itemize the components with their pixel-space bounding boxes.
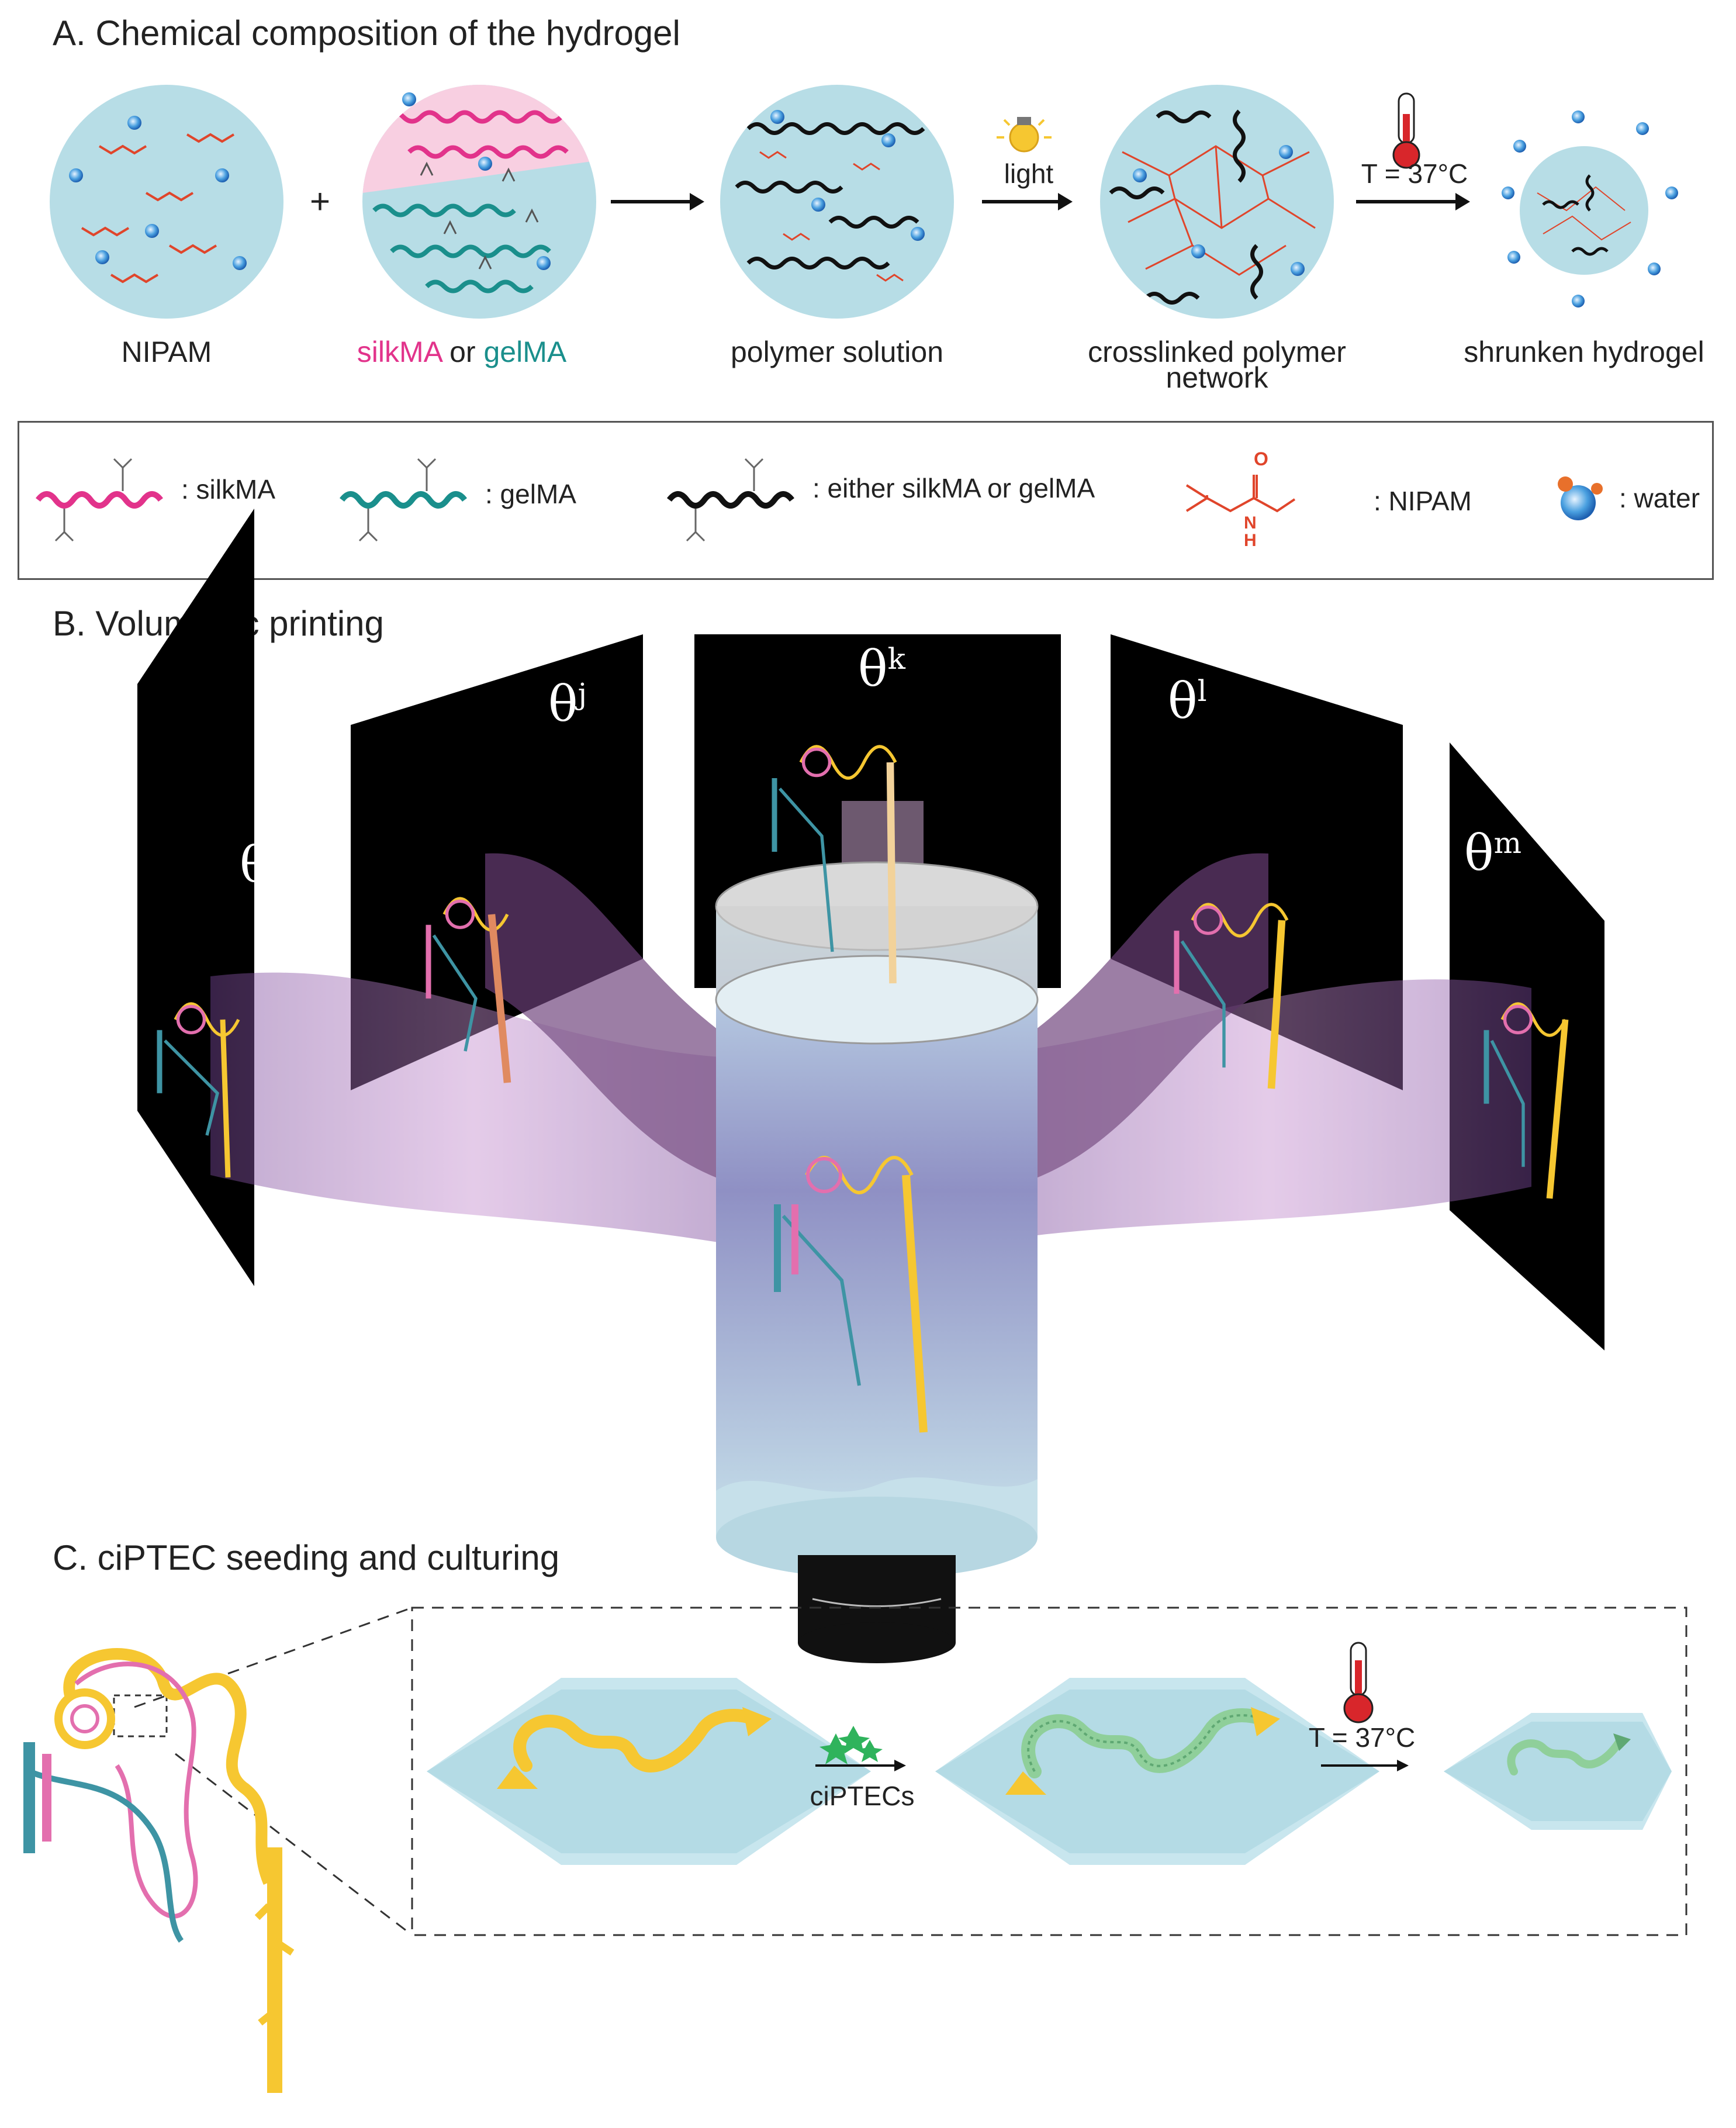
gelma-text: gelMA <box>483 336 567 368</box>
nephron-illustration <box>23 1648 295 2093</box>
resin-vial <box>715 861 1039 1578</box>
plus-sign: + <box>310 182 331 221</box>
silkma-legend-symbol <box>36 458 163 542</box>
legend-gelma-label: : gelMA <box>485 479 576 509</box>
silkma-gelma-label: silkMA or gelMA <box>301 336 623 368</box>
crosslinked-label-line1: crosslinked polymer <box>1088 336 1346 368</box>
slab-shrunken-channel <box>1444 1713 1672 1830</box>
gelma-legend-symbol <box>340 458 467 542</box>
section-c-graphics <box>23 1607 1687 2093</box>
shrunken-hydrogel-circle <box>1502 110 1678 308</box>
polymer-solution-circle <box>720 85 954 319</box>
shrunken-hydrogel-label: shrunken hydrogel <box>1464 336 1704 368</box>
theta-m-label: θm <box>1464 824 1521 882</box>
either-legend-symbol <box>667 458 794 542</box>
arrow-to-polymer-solution <box>611 193 704 210</box>
nipam-label: NIPAM <box>121 336 212 368</box>
thermometer-icon <box>1392 92 1420 169</box>
rotation-stage <box>798 1555 956 1663</box>
light-bulb-icon <box>997 117 1052 153</box>
thermometer-icon-c <box>1343 1642 1374 1723</box>
theta-k-label: θk <box>858 640 905 697</box>
volumetric-printing-graphics <box>137 509 1604 1663</box>
slab-seeded-channel <box>935 1678 1379 1865</box>
crosslinked-network-circle <box>1100 85 1334 319</box>
theta-j-label: θj <box>548 675 587 733</box>
nipam-o-atom: O <box>1254 448 1268 469</box>
theta-l-label: θl <box>1168 672 1207 730</box>
ciptecs-label: ciPTECs <box>810 1781 915 1811</box>
crosslinked-label-line2: network <box>1166 361 1268 394</box>
light-arrow <box>982 193 1073 210</box>
section-c-title: C. ciPTEC seeding and culturing <box>53 1538 560 1577</box>
legend-graphics <box>36 458 1603 542</box>
crosslinked-label: crosslinked polymer network <box>1059 336 1375 394</box>
legend-box <box>18 421 1714 580</box>
nipam-circle <box>50 85 283 319</box>
legend-silkma-label: : silkMA <box>181 474 275 505</box>
culture-temperature-arrow <box>1321 1760 1409 1771</box>
zoom-dashed-box <box>411 1607 1687 1936</box>
silkma-gelma-circle <box>362 85 596 319</box>
or-text: or <box>441 336 484 368</box>
ciptec-cells-icon <box>819 1726 883 1764</box>
section-a-graphics <box>50 85 1678 319</box>
legend-water-label: : water <box>1619 483 1700 513</box>
silkma-text: silkMA <box>357 336 442 368</box>
theta-i-label: θi <box>240 836 279 893</box>
nephron-sketches <box>157 745 1569 1433</box>
light-label: light <box>1004 158 1054 189</box>
slab-empty-channel <box>427 1678 871 1865</box>
temperature-label: T = 37°C <box>1361 158 1468 189</box>
temperature-arrow <box>1356 193 1470 210</box>
nephron-zoom-marker <box>113 1694 168 1737</box>
nipam-legend-symbol <box>1185 475 1296 513</box>
polymer-solution-label: polymer solution <box>730 336 944 368</box>
nipam-nh-atom: N H <box>1244 513 1257 550</box>
section-a-title: A. Chemical composition of the hydrogel <box>53 13 680 53</box>
culture-temperature-label: T = 37°C <box>1308 1722 1416 1753</box>
legend-either-label: : either silkMA or gelMA <box>812 473 1095 503</box>
light-beams <box>210 801 1531 1245</box>
cells-arrow <box>815 1726 906 1771</box>
water-legend-symbol <box>1558 476 1603 520</box>
legend-nipam-label: : NIPAM <box>1374 486 1472 516</box>
